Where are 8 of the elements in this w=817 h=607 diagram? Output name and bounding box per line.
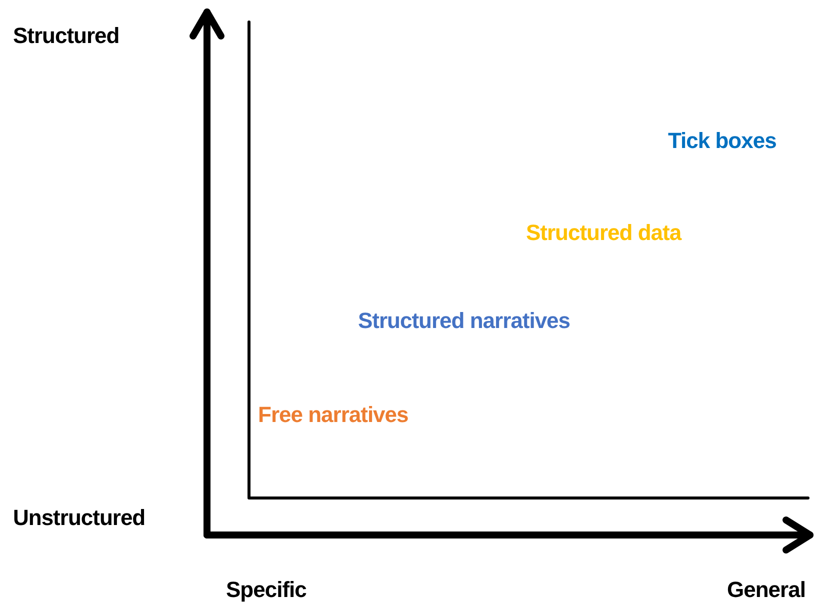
category-label: Structured data <box>526 221 682 246</box>
category-label: Free narratives <box>258 403 408 428</box>
axis-label: Unstructured <box>13 506 146 530</box>
category-label: Structured narratives <box>358 309 570 334</box>
axis-label: Structured <box>13 24 120 48</box>
axis-label: General <box>727 578 806 602</box>
axis-label: Specific <box>226 578 306 602</box>
category-label: Tick boxes <box>668 129 776 154</box>
